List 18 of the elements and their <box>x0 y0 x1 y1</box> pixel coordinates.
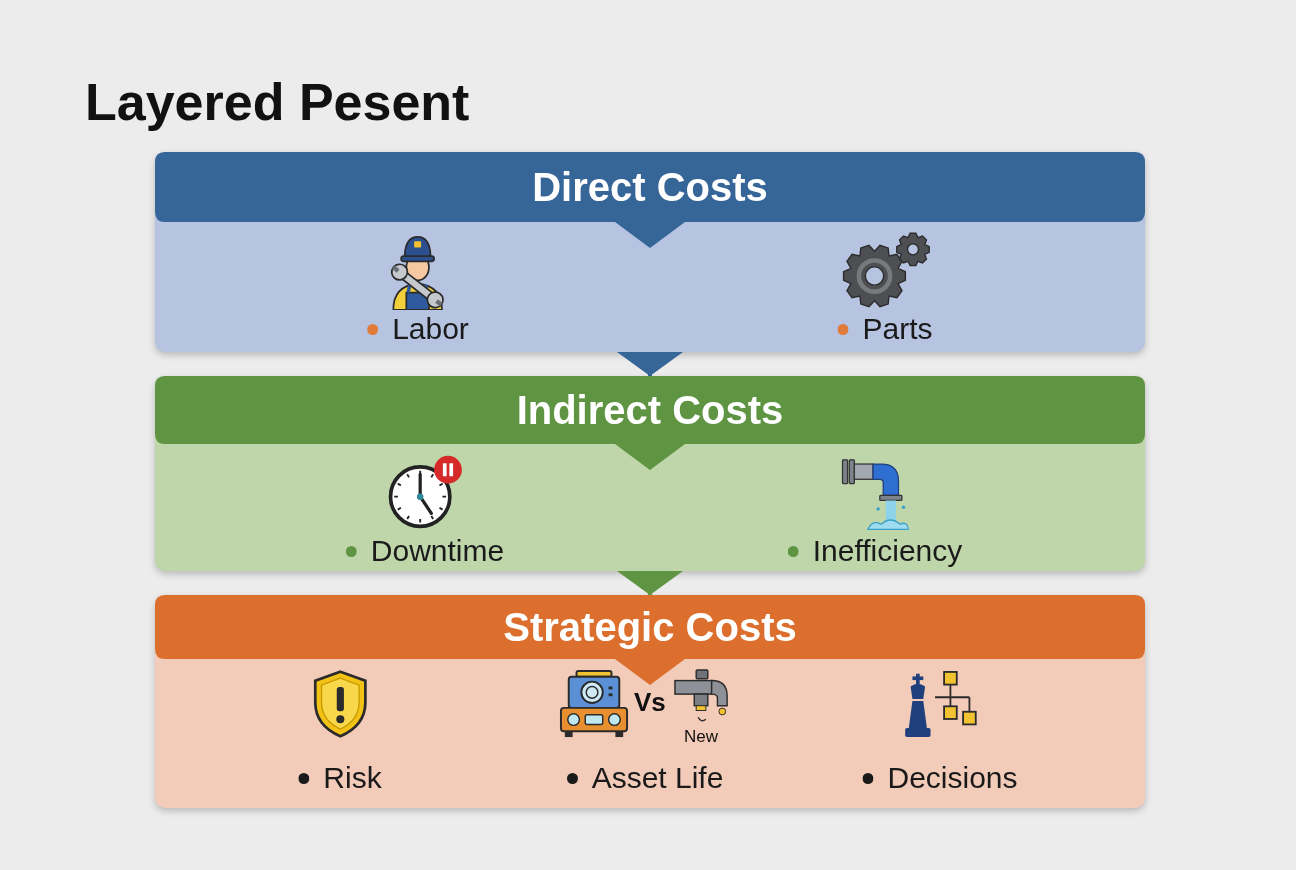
item-label: Labor <box>392 312 469 346</box>
item-label: Downtime <box>370 534 505 568</box>
chevron-arrow <box>617 352 683 376</box>
layer-panel <box>155 152 1145 352</box>
chevron-arrow <box>617 571 683 595</box>
item-label: Inefficiency <box>812 534 963 568</box>
layer-panel <box>155 595 1145 808</box>
page-title: Layered Pesent <box>85 74 470 132</box>
layer-heading: Indirect Costs <box>516 387 784 433</box>
versus-label: Vs <box>634 688 666 718</box>
layer-heading: Direct Costs <box>532 164 768 210</box>
item-label: Parts <box>862 312 933 346</box>
layer-heading: Strategic Costs <box>503 604 797 650</box>
icon-caption: New <box>684 727 718 747</box>
item-label: Risk <box>323 761 382 795</box>
layer-panel <box>155 376 1145 571</box>
item-label: Asset Life <box>591 761 724 795</box>
item-label: Decisions <box>887 761 1018 795</box>
